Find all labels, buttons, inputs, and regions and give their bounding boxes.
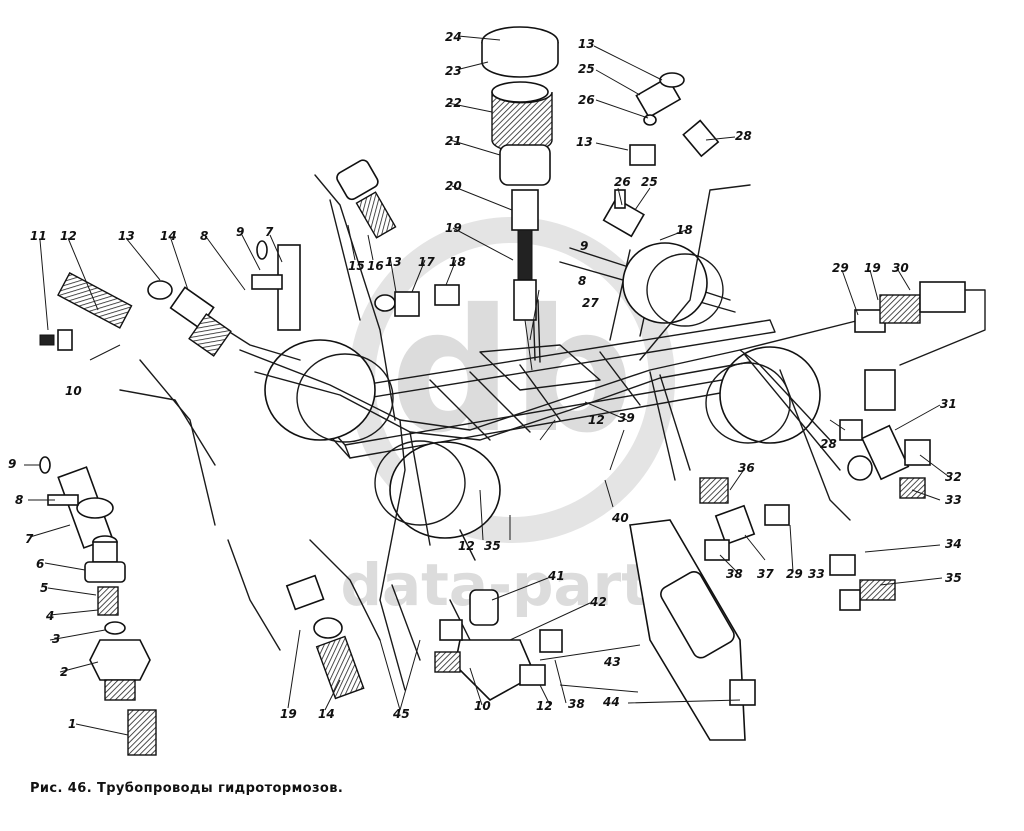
watermark-logo: db data-parts — [340, 217, 684, 619]
callout-31: 31 — [940, 397, 957, 411]
callout-labels: 24 23 22 21 20 19 27 13 25 26 13 28 26 2… — [8, 30, 962, 731]
callout-14b: 14 — [318, 707, 335, 721]
callout-13c: 13 — [118, 229, 135, 243]
callout-22: 22 — [445, 96, 462, 110]
figure-caption: Рис. 46. Трубопроводы гидротормозов. — [30, 781, 344, 796]
callout-42: 42 — [589, 595, 607, 609]
callout-10b: 10 — [474, 699, 491, 713]
svg-text:db: db — [390, 273, 633, 471]
callout-18: 18 — [676, 223, 693, 237]
callout-16: 16 — [367, 259, 384, 273]
callout-23: 23 — [445, 64, 462, 78]
callout-12a: 12 — [588, 413, 605, 427]
callout-9a: 9 — [580, 239, 588, 253]
brake-drum-front-right — [374, 440, 501, 539]
callout-15: 15 — [348, 259, 365, 273]
callout-35a: 35 — [945, 571, 962, 585]
callout-13: 13 — [578, 37, 595, 51]
callout-33b: 33 — [808, 567, 825, 581]
callout-28b: 28 — [820, 437, 837, 451]
callout-10a: 10 — [65, 384, 82, 398]
hose-fitting-parts-left — [39, 159, 460, 357]
callout-4: 4 — [45, 609, 54, 623]
callout-21: 21 — [445, 134, 462, 148]
callout-33a: 33 — [945, 493, 962, 507]
brake-drum-rear-right — [705, 346, 821, 444]
flexible-hose-bottom — [285, 574, 365, 700]
callout-24: 24 — [445, 30, 462, 44]
callout-1: 1 — [68, 717, 76, 731]
callout-25: 25 — [578, 62, 595, 76]
callout-8c: 8 — [15, 493, 23, 507]
brake-pipelines — [119, 174, 861, 691]
master-cylinder-assembly — [481, 26, 559, 371]
callout-25b: 25 — [641, 175, 658, 189]
callout-36: 36 — [738, 461, 755, 475]
callout-14: 14 — [160, 229, 177, 243]
callout-9c: 9 — [8, 457, 16, 471]
callout-8a: 8 — [578, 274, 586, 288]
watermark-text: data-parts — [340, 551, 683, 619]
callout-19b: 19 — [864, 261, 881, 275]
callout-39: 39 — [618, 411, 635, 425]
leader-lines — [24, 35, 949, 736]
valve-assembly-bottom-left — [39, 456, 157, 756]
fittings-center-right — [602, 72, 986, 611]
callout-26: 26 — [578, 93, 595, 107]
callout-12: 12 — [60, 229, 77, 243]
callout-7b: 7 — [25, 532, 34, 546]
callout-8b: 8 — [200, 229, 208, 243]
callout-28: 28 — [735, 129, 752, 143]
callout-44: 44 — [602, 695, 620, 709]
callout-30: 30 — [892, 261, 909, 275]
brake-drum-rear-left — [622, 242, 724, 327]
callout-38b: 38 — [568, 697, 585, 711]
callout-5: 5 — [40, 581, 48, 595]
callout-17: 17 — [418, 255, 435, 269]
callout-41: 41 — [547, 569, 565, 583]
callout-9b: 9 — [236, 225, 244, 239]
callout-29a: 29 — [832, 261, 849, 275]
callout-45: 45 — [392, 707, 410, 721]
callout-40: 40 — [611, 511, 629, 525]
callout-32: 32 — [945, 470, 962, 484]
callout-43: 43 — [603, 655, 621, 669]
callout-20: 20 — [445, 179, 462, 193]
callout-37: 37 — [757, 567, 774, 581]
callout-38a: 38 — [726, 567, 743, 581]
callout-13d: 13 — [385, 255, 402, 269]
callout-18b: 18 — [449, 255, 466, 269]
callout-6: 6 — [36, 557, 44, 571]
distribution-block-bracket — [629, 477, 790, 741]
callout-13b: 13 — [576, 135, 593, 149]
callout-2: 2 — [60, 665, 68, 679]
callout-34: 34 — [945, 537, 962, 551]
callout-19c: 19 — [280, 707, 297, 721]
callout-27: 27 — [582, 296, 599, 310]
callout-29b: 29 — [786, 567, 803, 581]
callout-26b: 26 — [614, 175, 631, 189]
callout-19: 19 — [445, 221, 462, 235]
callout-35b: 35 — [484, 539, 501, 553]
callout-3: 3 — [52, 632, 60, 646]
callout-12c: 12 — [536, 699, 553, 713]
callout-11: 11 — [30, 229, 47, 243]
callout-7a: 7 — [265, 225, 274, 239]
callout-12b: 12 — [458, 539, 475, 553]
